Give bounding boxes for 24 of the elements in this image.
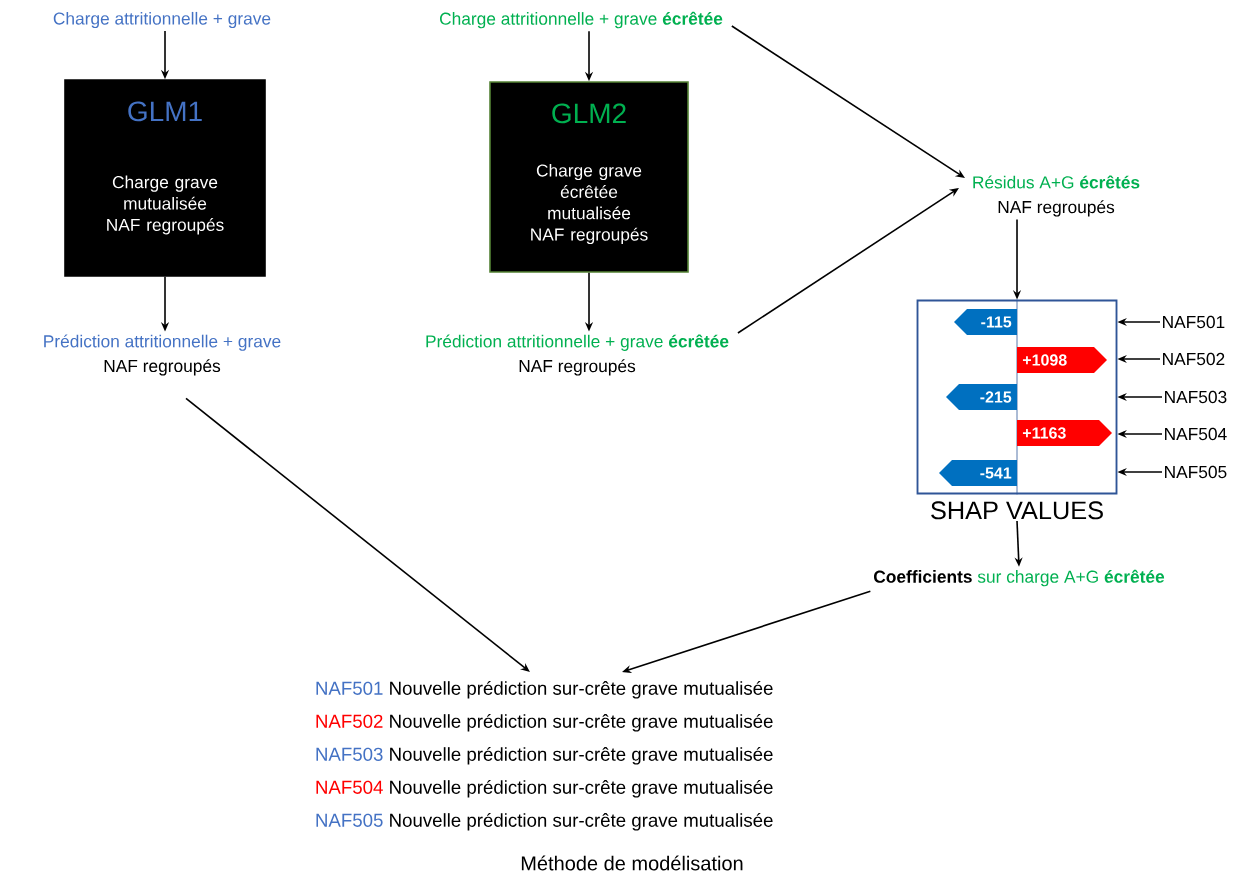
input-label: Charge attritionnelle + grave — [53, 11, 271, 29]
prediction-list: NAF501 Nouvelle prédiction sur-crête grave mutualisée NAF502 Nouvelle prédiction sur-crête grave mutualisée NAF503 Nouvelle prédiction sur-crête grave mutualisée NAF504 Nouvelle prédiction sur-crête grave mutualisée NAF505 Nouvelle prédiction sur-crête grave mutualisée — [316, 680, 773, 831]
category-label: NAF502 — [1163, 352, 1225, 366]
node-label: SHAP VALUES — [931, 501, 1103, 520]
result-label: Coefficients sur charge A+G écrêtée — [874, 569, 1165, 587]
shap-value-bar: -115 — [954, 309, 1017, 335]
shap-value-bar: +1098 — [1017, 347, 1107, 373]
shap-value-bar: +1163 — [1017, 420, 1112, 446]
category-label: NAF503 — [1165, 390, 1227, 404]
caption: Méthode de modélisation — [521, 855, 743, 871]
result-label: Prédiction attritionnelle + grave NAF regroupés — [44, 334, 281, 376]
result-label: Prédiction attritionnelle + grave écrêtée NAF regroupés — [426, 334, 729, 376]
category-label: NAF501 — [1163, 315, 1225, 329]
input-label: Charge attritionnelle + grave écrêtée — [440, 11, 723, 29]
model-box: GLM1 Charge grave mutualisée NAF regroupés — [64, 79, 266, 277]
shap-value-bar: -541 — [939, 460, 1017, 486]
shap-value-bar: -215 — [946, 384, 1017, 410]
category-label: NAF504 — [1165, 427, 1227, 441]
model-box: GLM2 Charge grave écrêtée mutualisée NAF regroupés — [489, 81, 689, 273]
arrow — [737, 188, 959, 334]
category-label: NAF505 — [1165, 465, 1227, 479]
arrow — [731, 25, 965, 178]
result-label: Résidus A+G écrêtés NAF regroupés — [973, 175, 1140, 217]
arrow — [185, 397, 530, 672]
